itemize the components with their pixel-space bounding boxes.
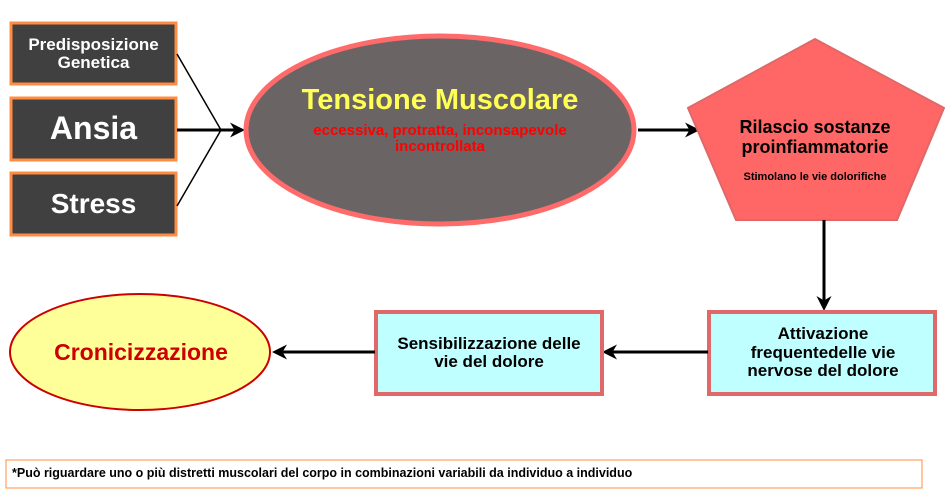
tension-subtitle-line2: incontrollata [394, 138, 485, 156]
chronic-ellipse [9, 293, 271, 411]
sensitization-box [374, 310, 604, 396]
release-subtitle: Stimolano le vie dolorifiche [743, 170, 887, 183]
activation-box [707, 310, 937, 396]
footnote-box [5, 459, 923, 489]
chronic-label: Cronicizzazione [54, 338, 228, 365]
tension-title: Tensione Muscolare [301, 84, 579, 116]
connector-stress [176, 129, 222, 207]
sensitization-label: Sensibilizzazione delle vie del dolore [397, 333, 581, 371]
activation-label: Attivazione frequentedelle vie nervose d… [747, 324, 899, 381]
tension-subtitle-line1: eccessiva, protratta, inconsapevole [313, 122, 567, 140]
tension-ellipse [243, 33, 637, 227]
cause-anxiety-label: Ansia [49, 110, 138, 147]
cause-stress-label: Stress [50, 188, 137, 220]
cause-box-stress [9, 171, 178, 237]
connector-genetics [176, 53, 222, 131]
tension-text: Tensione Muscolare eccessiva, protratta,… [260, 85, 620, 155]
cause-box-anxiety [9, 96, 178, 162]
footnote-text: *Può riguardare uno o più distretti musc… [12, 466, 633, 481]
release-text: Rilascio sostanze proinfiammatorie Stimo… [712, 117, 918, 183]
cause-box-genetics [9, 21, 178, 86]
release-pentagon [686, 37, 946, 221]
tension-subtitle: eccessiva, protratta, inconsapevole inco… [313, 123, 566, 155]
release-title: Rilascio sostanze proinfiammatorie [739, 117, 891, 157]
cause-genetics-label: Predisposizione Genetica [28, 34, 159, 72]
